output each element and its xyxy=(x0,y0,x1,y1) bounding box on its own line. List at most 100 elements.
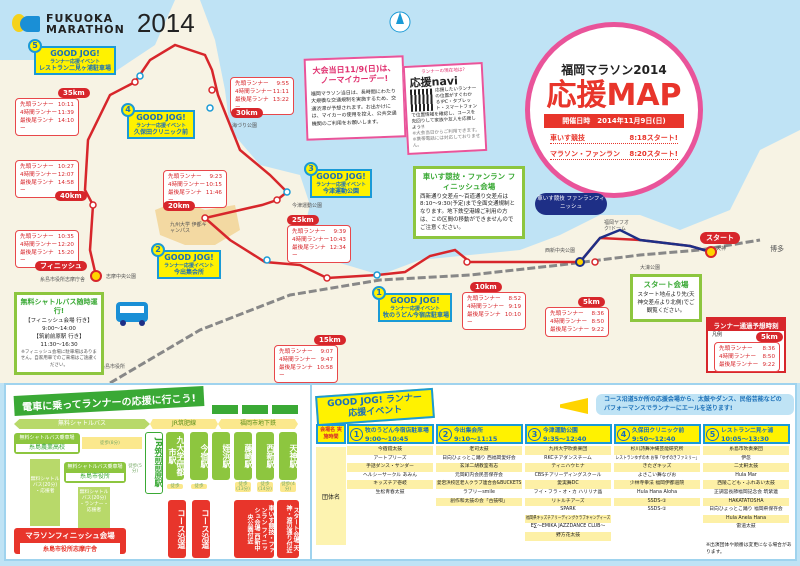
number-badge: 5 xyxy=(28,39,42,53)
start-label: スタート xyxy=(700,232,740,244)
group-row: 元岡町内会民芸保存会 xyxy=(436,472,522,481)
group-row: 手話ダンス・サンダー xyxy=(347,463,433,472)
walk-label: 徒歩(13分) xyxy=(235,482,251,492)
group-row: よさこい舞なびお xyxy=(614,472,700,481)
good-jog-marker-2[interactable] xyxy=(263,256,271,264)
km-marker-5[interactable] xyxy=(591,258,599,266)
walk-label: 徒歩(14分) xyxy=(257,482,273,492)
group-row: 創作和太鼓の会「古鼓唄」 xyxy=(436,497,522,507)
dest-course-2: コース沿道 xyxy=(192,500,210,558)
group-name: 野方花太鼓 xyxy=(556,532,580,538)
group-name: ティニハウヒナ xyxy=(551,464,585,470)
marathon-route xyxy=(83,43,712,280)
shuttle-stop-2[interactable]: 無料シャトルバス乗車場糸島市役所 xyxy=(64,462,126,483)
group-name: 今宿鎧太鼓 xyxy=(378,447,402,452)
group-name: 手話ダンス・サンダー xyxy=(366,464,414,470)
marathon-finish-venue: マラソンフィニッシュ会場糸島市役所志摩庁舎 xyxy=(14,528,126,554)
group-name: Hula Mar xyxy=(735,472,757,478)
venue-number: 5 xyxy=(706,428,719,441)
km-marker-25[interactable] xyxy=(273,196,281,204)
group-name: 老司太鼓 xyxy=(469,447,489,452)
km-marker-35[interactable] xyxy=(131,78,139,86)
group-row: アートプリーズ xyxy=(347,455,433,464)
good-jog-marker-1[interactable] xyxy=(373,271,381,279)
group-name: 糸島市吹奏楽団 xyxy=(729,447,763,452)
good-jog-marker-4[interactable] xyxy=(206,104,214,112)
group-name: よさこい舞なびお xyxy=(637,472,677,478)
events-message: コース沿道5か所の応援会場から、太鼓やダンス、民俗芸能などのパフォーマンスでラン… xyxy=(596,394,794,416)
venue-time: 9:00～10:45 xyxy=(365,435,409,443)
group-row: 日向ひょっとこ踊り 西福岡愛好会 xyxy=(436,455,522,464)
logo-line1: FUKUOKA xyxy=(46,11,114,25)
km-marker-20[interactable] xyxy=(201,214,209,222)
good-jog-marker-5[interactable] xyxy=(136,72,144,80)
group-row: 九州大学吹奏楽団 xyxy=(525,446,611,455)
group-row: CBSチアリーディングスクール xyxy=(525,472,611,481)
group-row: ヘルシーサークル あみん xyxy=(347,472,433,481)
km-marker-30[interactable] xyxy=(208,86,216,94)
group-row: 愛実舞DC xyxy=(525,480,611,489)
wheelchair-route xyxy=(579,228,712,263)
shuttle-route-2: 無料シャトルバス(20分)・ランナー・応援者 xyxy=(78,487,110,528)
land-mainland xyxy=(0,0,800,383)
group-name: キッズチア壱岐 xyxy=(373,481,407,487)
km-marker-40[interactable] xyxy=(89,201,97,209)
station-kyudai-gakkentoshi[interactable]: 九大学研都市駅 xyxy=(166,432,185,480)
wheelchair-finish-marker[interactable] xyxy=(575,257,585,267)
venue-groups-4: 杉川詩舞沖縄芸能研究所レストランゆずの木 お箏「ゆずのきファミリー」きたざキッズ… xyxy=(614,446,700,515)
start-marker[interactable] xyxy=(705,246,717,258)
good-jog-marker-3[interactable] xyxy=(283,188,291,196)
station-chikuzen-maebaru[interactable]: JR筑前前原駅 xyxy=(145,432,163,494)
gj-title: GOOD JOG! xyxy=(390,296,440,305)
group-row: 伊忽 xyxy=(703,455,789,464)
notice-title: 大会当日11/9(日)は、ノーマイカーデー! xyxy=(312,63,396,86)
km-label: 35km xyxy=(58,88,90,98)
km-label: 25km xyxy=(287,215,319,225)
place-dome: 福岡ヤフオク!ドーム xyxy=(604,220,630,232)
qr-code-icon[interactable] xyxy=(409,88,434,112)
shuttle-bus-info: 無料シャトルバス随時運行! 【フィニッシュ会場 行き】9:00～14:00【筑前… xyxy=(14,292,104,375)
group-name: 杉川詩舞沖縄芸能研究所 xyxy=(630,447,684,452)
navi-notes: ※大会当日からご利用できます。※携帯電話には対応しておりません。 xyxy=(412,127,481,149)
number-badge: 2 xyxy=(151,243,165,257)
ouen-navi-box[interactable]: ランナーの現在地は? 応援navi 応援したいランナーの位置がすぐわかる!PC・… xyxy=(402,61,488,155)
station-fujisaki[interactable]: 藤崎駅 xyxy=(234,432,253,480)
wheelchair-finish-title: 車いす競技・ファンラン フィニッシュ会場 xyxy=(422,172,516,191)
legend-title: ランナー通過予想時刻 xyxy=(708,319,784,331)
group-name: HAKATATOSHA xyxy=(728,498,764,504)
group-row: 少林寺拳法 福岡伊都道院 xyxy=(614,480,700,489)
group-name: 玄洋二胡教室有志 xyxy=(459,464,499,470)
station-meinohama[interactable]: 姪浜駅 xyxy=(212,432,231,480)
wheelchair-finish-bubble: 車いす競技 ファンランフィニッシュ xyxy=(535,193,607,215)
km-marker-15[interactable] xyxy=(323,274,331,282)
shuttle-title: 無料シャトルバス随時運行! xyxy=(20,298,98,316)
group-row: レストランゆずの木 お箏「ゆずのきファミリー」 xyxy=(614,455,700,464)
station-nishijin[interactable]: 西新駅 xyxy=(256,432,275,480)
start-venue-body: スタート地点より先(天神交差点より北側)でご観覧ください。 xyxy=(637,291,695,314)
group-row: E∑～EMIKA JAZZDANCE CLUB～ xyxy=(525,523,611,532)
gj-title: GOOD JOG! xyxy=(50,49,100,58)
group-row: 杉川詩舞沖縄芸能研究所 xyxy=(614,446,700,455)
gj-place: 久保田クリニック前 xyxy=(133,128,188,136)
shuttle-route-maebaru: 【筑前前原駅 行き】 xyxy=(33,334,85,341)
group-name: 日向ひょっとこ踊り 福岡県保存会 xyxy=(709,507,783,513)
shuttle-stop-1[interactable]: 無料シャトルバス乗車場糸島農業高校 xyxy=(14,433,80,454)
place-itoshima: 糸島市役所 xyxy=(100,364,126,370)
group-row: 西陵こども・ふれあい太鼓 xyxy=(703,480,789,489)
group-name: 創作和太鼓の会「古鼓唄」 xyxy=(450,498,508,504)
finish-marker[interactable] xyxy=(90,270,102,282)
station-tenjin[interactable]: 天神駅 xyxy=(279,432,298,480)
station-imajuku[interactable]: 今宿駅 xyxy=(190,432,209,480)
km-marker-10[interactable] xyxy=(463,258,471,266)
wheelchair-finish-info: 車いす競技・ファンラン フィニッシュ会場西新通り交差点～百道通り交差点は8:10… xyxy=(413,166,525,240)
logo-year: 2014 xyxy=(136,8,195,38)
group-row: Hula Anela Hana xyxy=(703,514,789,524)
